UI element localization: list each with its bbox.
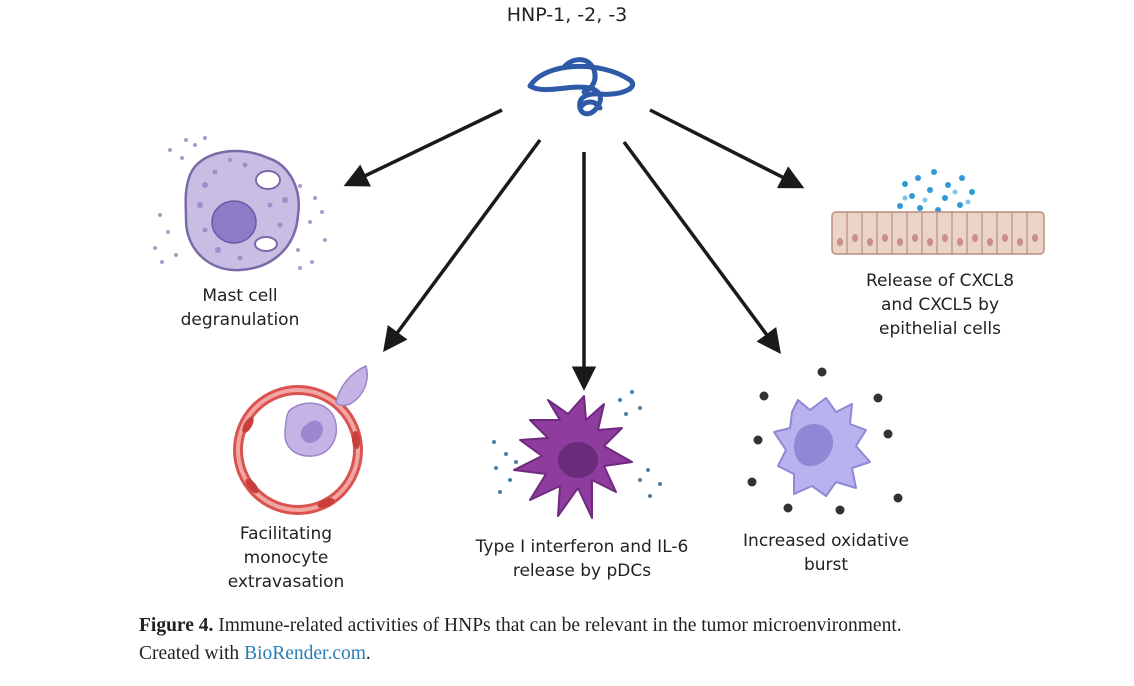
- label-line: Type I interferon and IL-6: [475, 537, 689, 557]
- diagram-title: HNP-1, -2, -3: [506, 4, 628, 26]
- label-line: and CXCL5 by: [880, 295, 1000, 315]
- label-line: release by pDCs: [512, 561, 652, 581]
- credit-suffix: .: [365, 643, 371, 664]
- epithelial-cells-icon: [831, 169, 1045, 255]
- label-line: extravasation: [227, 572, 345, 592]
- mast-cell-icon: [153, 136, 327, 272]
- monocyte-extravasation-icon: [233, 364, 368, 515]
- figure-label: Figure 4.: [139, 615, 214, 636]
- arrows: [343, 108, 805, 391]
- label-line: Increased oxidative: [743, 531, 909, 551]
- label-line: Mast cell: [202, 286, 278, 306]
- label-line: monocyte: [243, 548, 329, 568]
- pdc-cell-icon: [492, 390, 662, 519]
- label-line: burst: [803, 555, 849, 575]
- caption-text: Immune-related activities of HNPs that c…: [218, 615, 902, 636]
- arrow-to-epithelium: [649, 108, 805, 189]
- neutrophil-oxidative-burst-icon: [747, 367, 903, 515]
- figure-caption: Figure 4. Immune-related activities of H…: [139, 612, 1099, 668]
- arrow-to-monocyte: [383, 138, 542, 352]
- arrow-to-mast-cell: [343, 108, 503, 187]
- arrow-to-neutrophil: [622, 140, 781, 354]
- diagram-canvas: [153, 57, 1045, 519]
- label-monocyte-extravasation: Facilitating monocyte extravasation: [186, 522, 386, 594]
- label-line: Release of CXCL8: [865, 271, 1015, 291]
- biorender-link[interactable]: BioRender.com: [244, 643, 366, 664]
- label-pdc-release: Type I interferon and IL-6 release by pD…: [452, 535, 712, 583]
- credit-prefix: Created with: [139, 643, 240, 664]
- hnp-molecule-icon: [527, 57, 635, 117]
- label-line: degranulation: [180, 310, 300, 330]
- label-line: epithelial cells: [879, 319, 1001, 339]
- label-line: Facilitating: [239, 524, 333, 544]
- label-mast-cell-degranulation: Mast cell degranulation: [140, 284, 340, 332]
- label-epithelial-release: Release of CXCL8 and CXCL5 by epithelial…: [830, 269, 1050, 341]
- label-oxidative-burst: Increased oxidative burst: [720, 529, 932, 577]
